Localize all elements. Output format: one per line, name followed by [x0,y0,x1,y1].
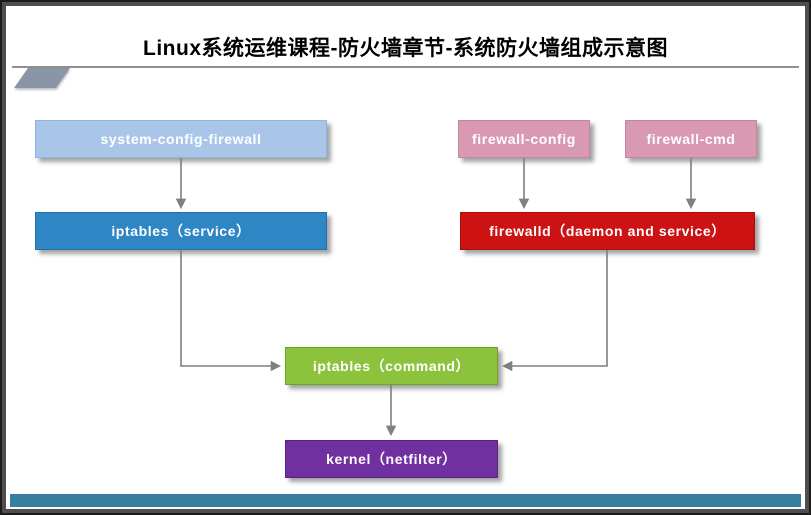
edge-firewalld-to-iptables-command [501,250,608,372]
edge-iptables-service-to-iptables-command [180,250,282,372]
node-label: kernel（netfilter） [326,451,457,467]
node-iptables-command: iptables（command） [285,347,498,385]
node-label: firewalld（daemon and service） [489,223,726,239]
node-iptables-service: iptables（service） [35,212,327,250]
title-underline [12,66,799,68]
slide-title: Linux系统运维课程-防火墙章节-系统防火墙组成示意图 [143,37,668,60]
node-kernel-netfilter: kernel（netfilter） [285,440,498,478]
node-label: system-config-firewall [100,131,262,147]
node-system-config-firewall: system-config-firewall [35,120,327,158]
footer-bar [10,494,801,507]
title-accent-shape [13,68,70,88]
node-firewall-cmd: firewall-cmd [625,120,757,158]
node-label: firewall-config [472,131,576,147]
node-firewall-config: firewall-config [458,120,590,158]
node-firewalld: firewalld（daemon and service） [460,212,755,250]
node-label: iptables（command） [312,358,471,374]
node-label: iptables（service） [111,223,251,239]
node-label: firewall-cmd [646,131,736,147]
